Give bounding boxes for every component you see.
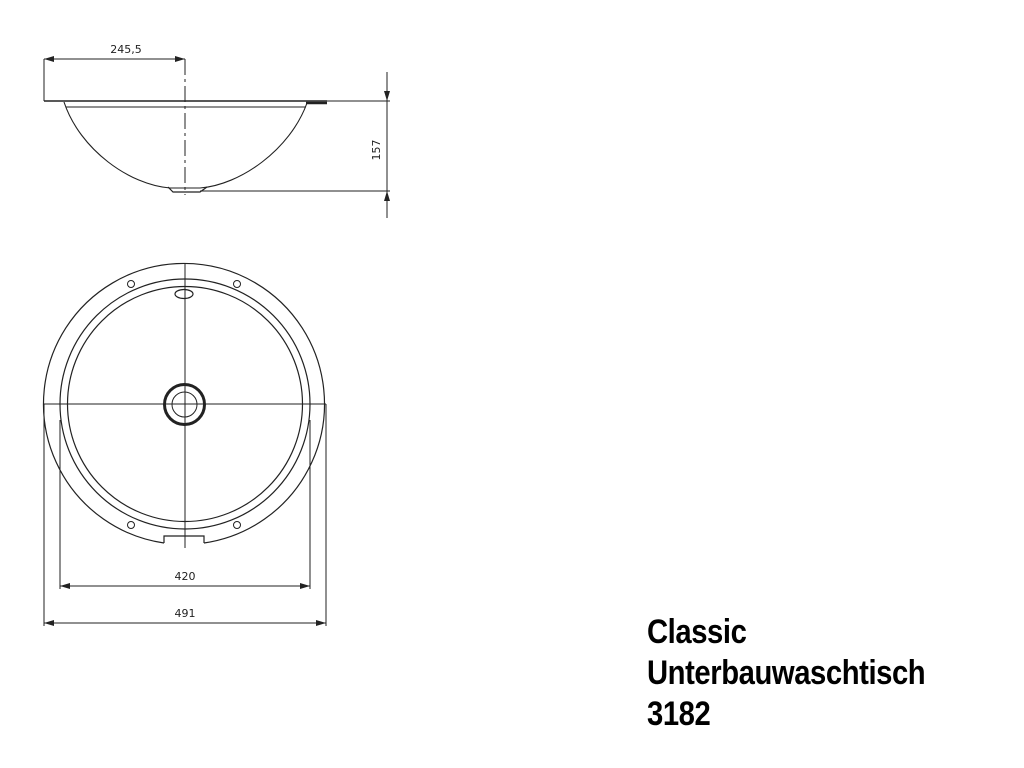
side-view: [43, 56, 390, 218]
product-number: 3182: [647, 695, 711, 733]
dimension-inner-diameter-label: 420: [175, 570, 196, 583]
product-type: Unterbauwaschtisch: [647, 654, 926, 692]
dimension-height-label: 157: [370, 140, 383, 161]
plan-view: [42, 262, 327, 626]
product-series: Classic: [647, 613, 747, 651]
title-block: Classic Unterbauwaschtisch 3182: [647, 612, 926, 735]
dimension-outer-diameter-label: 491: [175, 607, 196, 620]
dimension-half-width-label: 245,5: [110, 43, 142, 56]
